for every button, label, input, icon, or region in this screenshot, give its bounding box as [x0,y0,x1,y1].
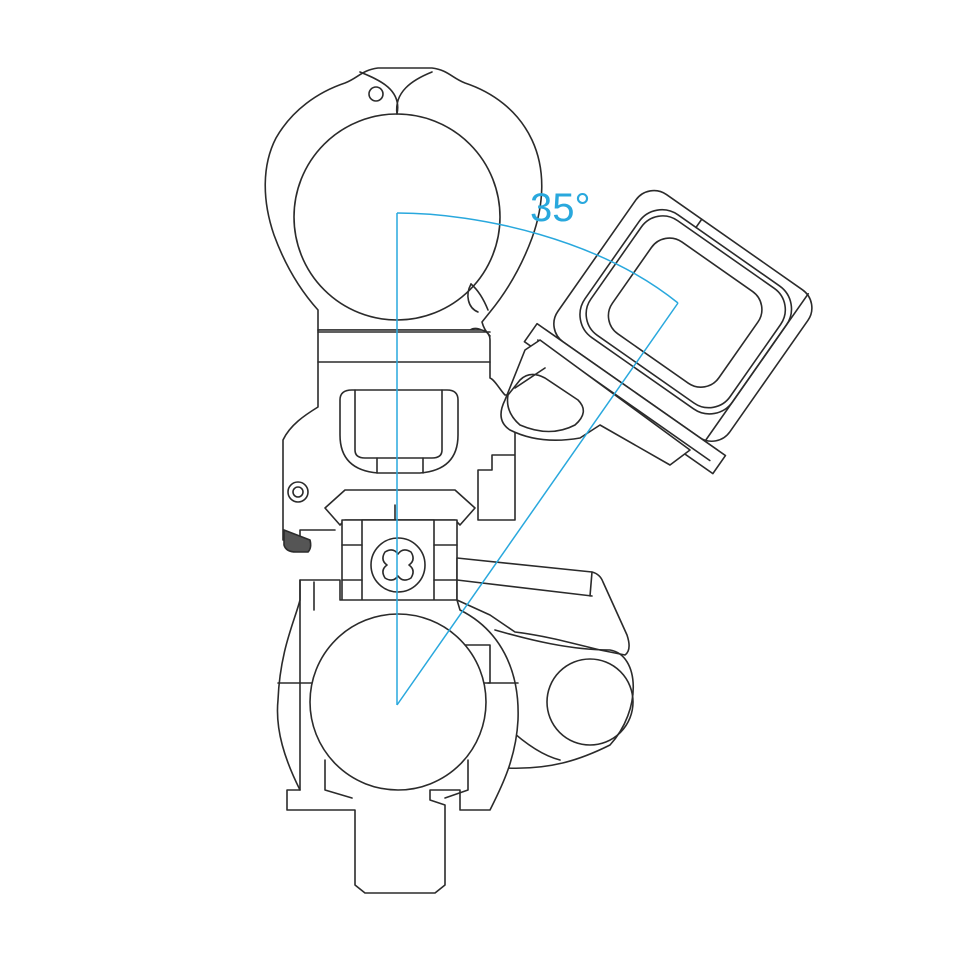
ring-base [282,329,516,553]
red-dot-sight [523,189,813,475]
angle-annotation [396,212,679,706]
angle-label: 35° [530,186,591,230]
tilt-reference-line [396,302,679,706]
side-arm [456,557,635,770]
sight-mount-plate [500,339,691,466]
scope-ring [264,67,543,337]
rail-clamp [276,579,519,894]
angle-arc [396,212,679,304]
